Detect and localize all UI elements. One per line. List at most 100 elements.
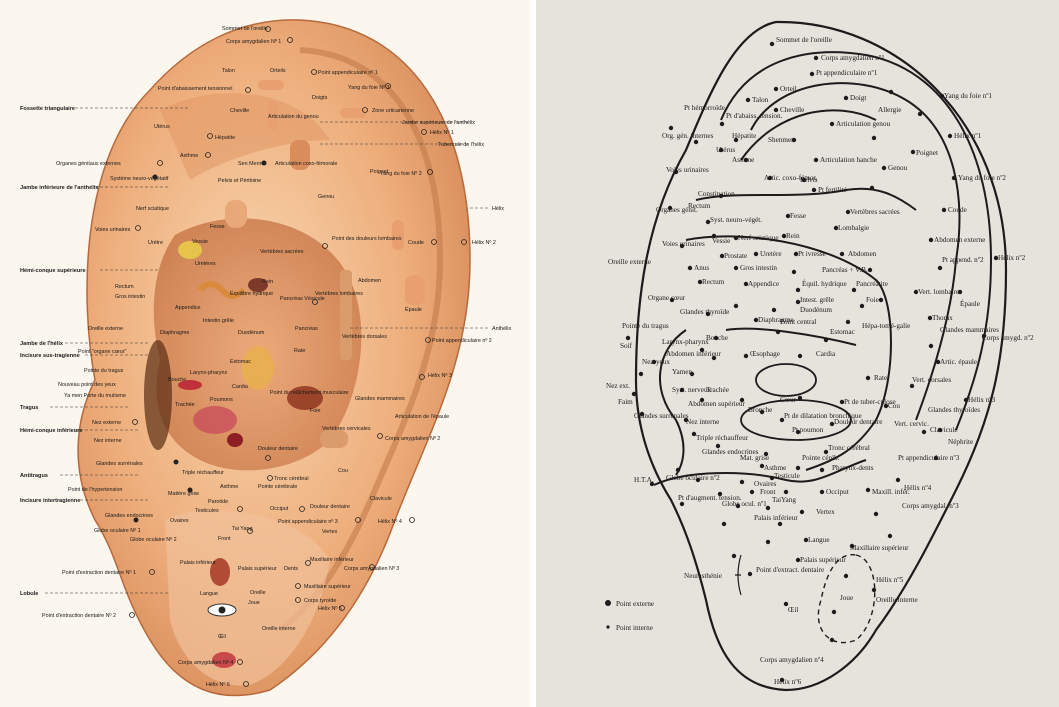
rlabel-helix1: Hélix nº1 [954,132,982,140]
label-epaule: Épaule [405,306,422,313]
rlabel-glandes2: Glandes thyroïdes [928,406,980,414]
ear-canal [144,340,172,450]
label-palaissup: Palais supérieur [238,566,277,572]
rlabel-lombalgie: Lombalgie [838,224,869,232]
label-triple: Triple réchauffeur [182,470,224,476]
rlabel-pelvis: Pelvis [800,176,818,184]
elbow-figure [392,220,404,250]
rlabel-clavicule: Clavicule [930,426,958,434]
label-helix3: Hélix Nº 3 [428,373,452,379]
label-langue: Langue [200,591,218,597]
rlabel-sommet: Sommet de l'oreille [776,36,832,44]
rlabel-asthme: Asthme [732,156,754,164]
label-oreilleint: Oreille interne [262,626,296,632]
rlabel-palaissup: Palais supérieur [800,556,846,564]
label-abaissement: Point d'abaissement tensionnel [158,86,232,92]
rlabel-abdext: Abdomen externe [934,236,985,244]
label-pointcer: Pointe cérébrale [258,484,297,490]
rlabel-yang2: Yang du foie nº2 [958,174,1006,182]
label-taiyang: Tai Yang [232,526,252,532]
label-maxsup: Maxillaire supérieur [304,584,351,590]
rlabel-gros: Gros intestin [740,264,777,272]
label-clavicule: Clavicule [370,496,392,502]
rlabel-hta: H.T.A. [634,476,654,484]
rlabel-coude: Coude [948,206,967,214]
label-extr1: Point d'extraction dentaire Nº 1 [62,570,136,576]
rlabel-poumon: Pt poumon [792,426,824,434]
rlabel-yamen: Yamen [672,368,692,376]
rlabel-append2: Pt append. nº2 [942,256,984,264]
hand-figure [340,108,366,118]
label-yangfoie2: Yang du foie Nº 2 [380,171,422,177]
spine-figure [340,270,352,360]
rlabel-ivresse: Pt ivresse [798,250,826,258]
label-diaphragme: Diaphragme [160,330,189,336]
buttock-figure [225,200,247,228]
label-extr2: Point d'extraction dentaire Nº 2 [42,613,116,619]
label-corps2: Corps amygdalien Nº 2 [385,436,440,442]
label-vertsac: Vertèbres sacrées [260,249,304,255]
label-asthme2: Asthme [220,484,238,490]
label-fossette: Fossette triangulaire [20,106,75,112]
label-appendic1: Point appendiculaire nº 1 [318,70,378,76]
rlabel-equil: Équil. hydrique [802,278,847,288]
label-genou: Articulation du genou [268,114,319,120]
label-doigts: Doigts [312,95,328,101]
rlabel-maxinf: Maxill. infér. [872,488,910,496]
rlabel-talon: Talon [752,96,769,104]
rlabel-oeil: Œil [788,606,798,614]
label-incisure: Incisure sus-tragienne [20,353,80,359]
label-vertcerv: Vertèbres cervicales [322,426,371,432]
label-appendice: Appendice [175,305,200,311]
label-larynx: Larynx-pharynx [190,370,227,376]
label-oreilleext: Oreille externe [88,326,123,332]
label-tubercule: Tubercule de l'hélix [438,142,484,148]
label-pelvis: Pelvis et Péritoine [218,178,261,184]
label-coeur: Point "organe cœur" [78,349,127,355]
label-genoux: Genou [318,194,334,200]
label-douldent2: Douleur dentaire [310,504,350,510]
rlabel-nezint: Nez interne [686,418,719,426]
rlabel-organecoeur: Organe cœur [648,294,686,302]
rlabel-epaule: Épaule [960,298,980,308]
label-vertlomb: Vertèbres lombaires [315,291,363,297]
rlabel-cardia: Cardia [816,350,836,358]
rlabel-hemorroide: Pt hémorroïde [684,104,725,112]
rlabel-oreilleext: Oreille externe [608,258,651,266]
label-cheville: Cheville [230,108,249,114]
label-equilibre: Équilibre hydrique [230,290,273,297]
label-glandesmam: Glandes mammaires [355,396,405,402]
label-cardia: Cardia [232,384,248,390]
rlabel-uretere: Uretère [760,250,782,258]
rlabel-fesse: Fesse [790,212,806,220]
rlabel-palaisinf: Palais inférieur [754,514,798,522]
label-cou: Cou [338,468,348,474]
label-endocrines: Glandes endocrines [105,513,153,519]
label-ureteres: Uretères [195,261,216,267]
rlabel-foie: Foie [866,296,879,304]
label-helix6: Hélix Nº 6 [206,682,230,688]
rlabel-appendic3: Pt appendiculaire nº3 [898,454,960,462]
label-troncc: Tronc cérébral [274,476,309,482]
rlabel-neurasthenie: Neurasthénie [684,572,722,580]
foot-figure [258,80,284,90]
rlabel-abdinf: Abdomen inférieur [666,350,721,358]
label-rate: Rate [294,348,305,354]
label-relachement: Point du relâchement musculaire [270,390,349,396]
rlabel-extract: Point d'extract. dentaire [756,566,824,574]
rlabel-pointetragus: Pointe du tragus [622,322,669,330]
rlabel-voiesur2: Voies urinaires [662,240,705,248]
label-corps3: Corps amygdalien Nº 3 [344,566,399,572]
label-abdomen: Abdomen [358,278,381,284]
label-nerfsci: Nerf sciatique [136,206,169,212]
neurasthenie-brace [735,555,741,595]
rlabel-asthme2: Asthme [764,464,786,472]
label-corpsthy: Corps tyroïde [304,598,336,604]
label-pointtragus: Pointe du tragus [84,368,124,374]
legend: Point externe Point interne [605,600,654,632]
label-voiesur: Voies urinaires [95,227,131,233]
rlabel-trachee: Trachée [706,386,729,394]
label-anthelix: Anthélix [492,326,511,332]
label-matgrise: Matière grise [168,491,199,497]
rlabel-occiput: Occiput [826,488,849,496]
